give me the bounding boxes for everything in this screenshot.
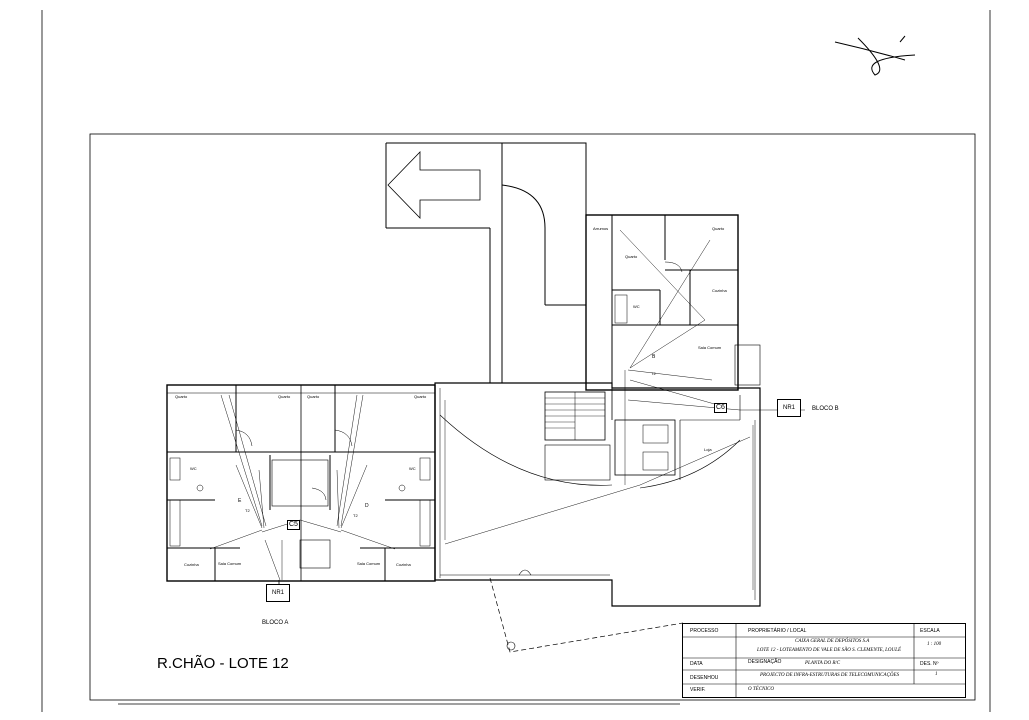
tb-data: DATA: [690, 661, 703, 667]
tb-owner: CAIXA GERAL DE DEPÓSITOS S.A: [795, 639, 870, 644]
nr1-b-box: NR1: [777, 399, 802, 417]
drawing-frame: [89, 133, 976, 701]
tb-escala-value: 1 : 100: [927, 642, 942, 647]
room-sala-b: Sala Comum: [698, 345, 722, 350]
room-quarto-a1: Quarto: [175, 394, 188, 399]
tb-desenhou: DESENHOU: [690, 675, 719, 681]
room-b-label: B: [652, 354, 656, 360]
tb-projecto: PROJECTO DE INFRA-ESTRUTURAS DE TELECOMU…: [760, 673, 900, 678]
room-wc-a1: WC: [190, 466, 197, 471]
room-loja: Loja: [704, 447, 712, 452]
tb-designacao: DESIGNAÇÃO: [748, 659, 782, 665]
tb-escala: ESCALA: [920, 628, 940, 634]
tb-des: DES. Nº: [920, 661, 939, 667]
room-arrumos: Arrumos: [593, 226, 609, 231]
room-t2-b: T2: [651, 371, 656, 376]
nr1-a-box: NR1: [266, 584, 291, 602]
room-sala-a1: Sala Comum: [218, 561, 242, 566]
title-block: [682, 623, 966, 698]
tb-planta: PLANTA DO R/C: [805, 661, 841, 666]
room-t2-a2: T2: [353, 513, 358, 518]
room-wc-a2: WC: [409, 466, 416, 471]
bloco-a-label: BLOCO A: [262, 620, 289, 626]
tb-processo: PROCESSO: [690, 628, 719, 634]
cs-a-box: C5: [287, 520, 300, 530]
room-d-label: D: [365, 503, 369, 509]
room-quarto-b2: Quarto: [712, 226, 725, 231]
bloco-b-label: BLOCO B: [812, 406, 839, 412]
room-quarto-a4: Quarto: [414, 394, 427, 399]
cs-b-box: C6: [714, 403, 727, 413]
tb-tecnico: O TÉCNICO: [748, 687, 774, 692]
room-cozinha-a2: Cozinha: [396, 562, 411, 567]
room-sala-a2: Sala Comum: [357, 561, 381, 566]
room-e-label: E: [238, 498, 242, 504]
room-cozinha-a1: Cozinha: [184, 562, 199, 567]
room-quarto-a3: Quarto: [307, 394, 320, 399]
room-t2-a1: T2: [245, 508, 250, 513]
tb-verif: VERIF.: [690, 687, 706, 693]
room-quarto-b1: Quarto: [625, 254, 638, 259]
room-quarto-a2: Quarto: [278, 394, 291, 399]
tb-proprietario: PROPRIETÁRIO / LOCAL: [748, 628, 807, 634]
tb-location: LOTE 12 - LOTEAMENTO DE VALE DE SÃO S. C…: [757, 648, 901, 653]
tb-des-value: 1: [935, 672, 938, 677]
room-cozinha-b: Cozinha: [712, 288, 727, 293]
floor-title: R.CHÃO - LOTE 12: [157, 655, 289, 672]
room-wc-b: WC: [633, 304, 640, 309]
